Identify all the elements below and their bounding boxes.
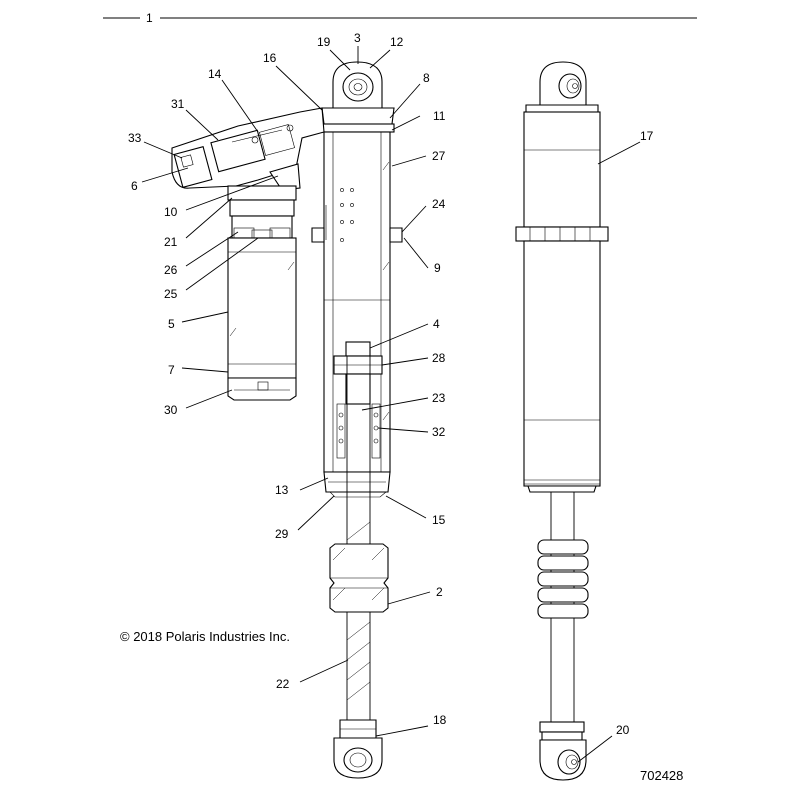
callout-22: 22 xyxy=(276,677,290,691)
callout-8: 8 xyxy=(423,71,430,85)
shaft xyxy=(346,356,371,720)
callout-2: 2 xyxy=(436,585,443,599)
callout-31: 31 xyxy=(171,97,185,111)
callout-4: 4 xyxy=(433,317,440,331)
callout-32: 32 xyxy=(432,425,446,439)
callout-3: 3 xyxy=(354,31,361,45)
callout-1: 1 xyxy=(146,11,153,25)
callout-18: 18 xyxy=(433,713,447,727)
callout-24: 24 xyxy=(432,197,446,211)
reservoir xyxy=(227,185,297,401)
callout-30: 30 xyxy=(164,403,178,417)
leader-lines xyxy=(141,46,641,763)
callout-15: 15 xyxy=(432,513,446,527)
body-tube xyxy=(311,131,403,473)
callout-16: 16 xyxy=(263,51,277,65)
exploded-shock xyxy=(171,61,403,779)
callout-29: 29 xyxy=(275,527,289,541)
callout-33: 33 xyxy=(128,131,142,145)
top-eyelet xyxy=(332,61,383,109)
callouts: 1 2 3 4 5 6 7 8 9 10 11 12 13 14 15 16 1… xyxy=(128,11,654,737)
bump-stop xyxy=(329,543,389,613)
callout-17: 17 xyxy=(640,129,654,143)
bottom-seal-head xyxy=(323,471,391,498)
bottom-eyelet xyxy=(333,719,383,779)
assembled-bump-stop xyxy=(537,539,589,619)
callout-10: 10 xyxy=(164,205,178,219)
callout-23: 23 xyxy=(432,391,446,405)
figure-number: 702428 xyxy=(640,768,683,783)
callout-14: 14 xyxy=(208,67,222,81)
callout-27: 27 xyxy=(432,149,446,163)
callout-12: 12 xyxy=(390,35,404,49)
callout-5: 5 xyxy=(168,317,175,331)
copyright-notice: © 2018 Polaris Industries Inc. xyxy=(120,629,290,644)
callout-28: 28 xyxy=(432,351,446,365)
callout-19: 19 xyxy=(317,35,331,49)
callout-25: 25 xyxy=(164,287,178,301)
callout-26: 26 xyxy=(164,263,178,277)
callout-13: 13 xyxy=(275,483,289,497)
callout-6: 6 xyxy=(131,179,138,193)
callout-21: 21 xyxy=(164,235,178,249)
callout-11: 11 xyxy=(433,109,446,123)
callout-20: 20 xyxy=(616,723,630,737)
callout-9: 9 xyxy=(434,261,441,275)
assembled-shock xyxy=(515,61,609,781)
adjuster-head xyxy=(171,107,325,191)
callout-7: 7 xyxy=(168,363,175,377)
body-cap-ring xyxy=(321,123,395,133)
body-cap xyxy=(321,107,395,125)
